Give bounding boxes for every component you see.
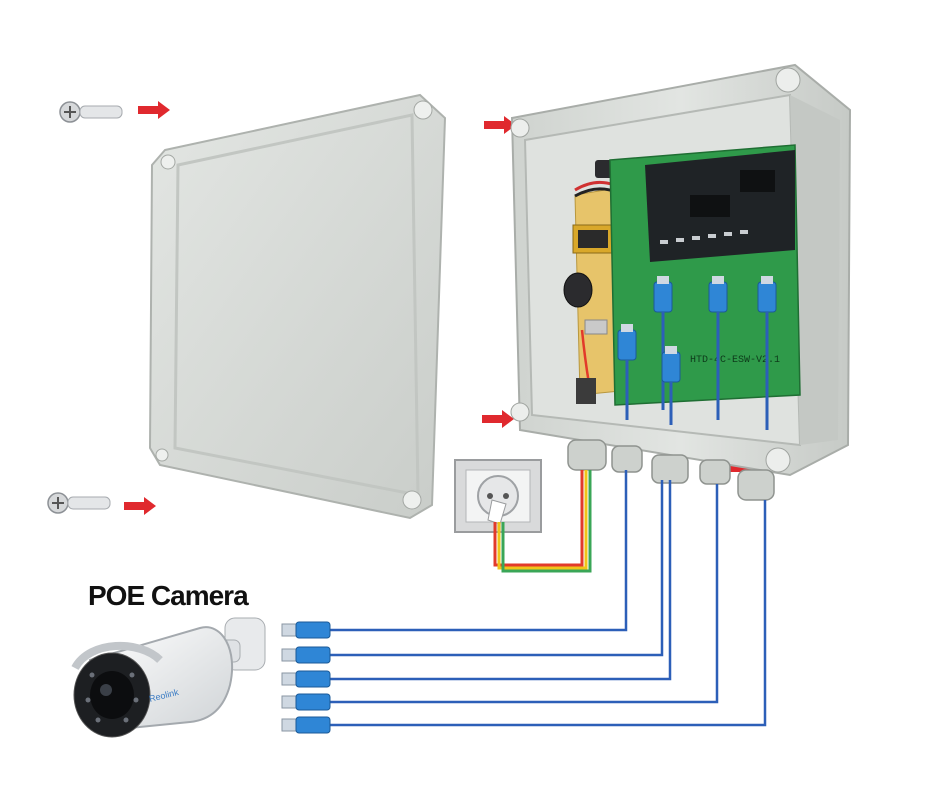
rj45-plug-icon [653,276,673,410]
poe-camera: Reolink [71,617,266,738]
screw-bottom [47,492,111,514]
poe-switch-pcb: HTD-4C-ESW-V2.1 [609,144,801,406]
arrow-icon [124,497,156,515]
arrow-icon [138,101,170,119]
ethernet-cable-2 [330,480,664,657]
arrow-icon [482,410,514,428]
rj45-plug-icon [281,693,331,711]
rj45-plug-icon [281,646,331,664]
ethernet-cable-1 [330,470,628,632]
power-cable [493,470,592,573]
rj45-plug-icon [708,276,728,420]
rj45-plug-icon [617,324,637,420]
poe-camera-label: POE Camera [88,580,249,611]
rj45-plug-icon [661,346,681,425]
arrow-icon [484,116,516,134]
ethernet-cable-runs [330,470,767,727]
rj45-plug-icon [757,276,777,430]
internal-ethernet-plugs [576,276,777,430]
rj45-plug-icon [281,670,331,688]
ethernet-cable-4 [330,484,719,704]
screw-icon [47,492,111,514]
wall-power-socket [454,459,542,533]
cable-glands [567,439,775,501]
board-marking-text: HTD-4C-ESW-V2.1 [690,355,780,366]
rj45-plug-icon [281,716,331,734]
screw-top [59,101,123,123]
enclosure-lid [148,93,447,520]
screw-icon [59,101,123,123]
ethernet-cable-5 [330,500,767,727]
bullet-camera-icon: Reolink [71,617,266,738]
rj45-plug-icon [281,621,331,639]
external-ethernet-plugs [281,621,331,734]
ethernet-cable-3 [330,480,672,681]
